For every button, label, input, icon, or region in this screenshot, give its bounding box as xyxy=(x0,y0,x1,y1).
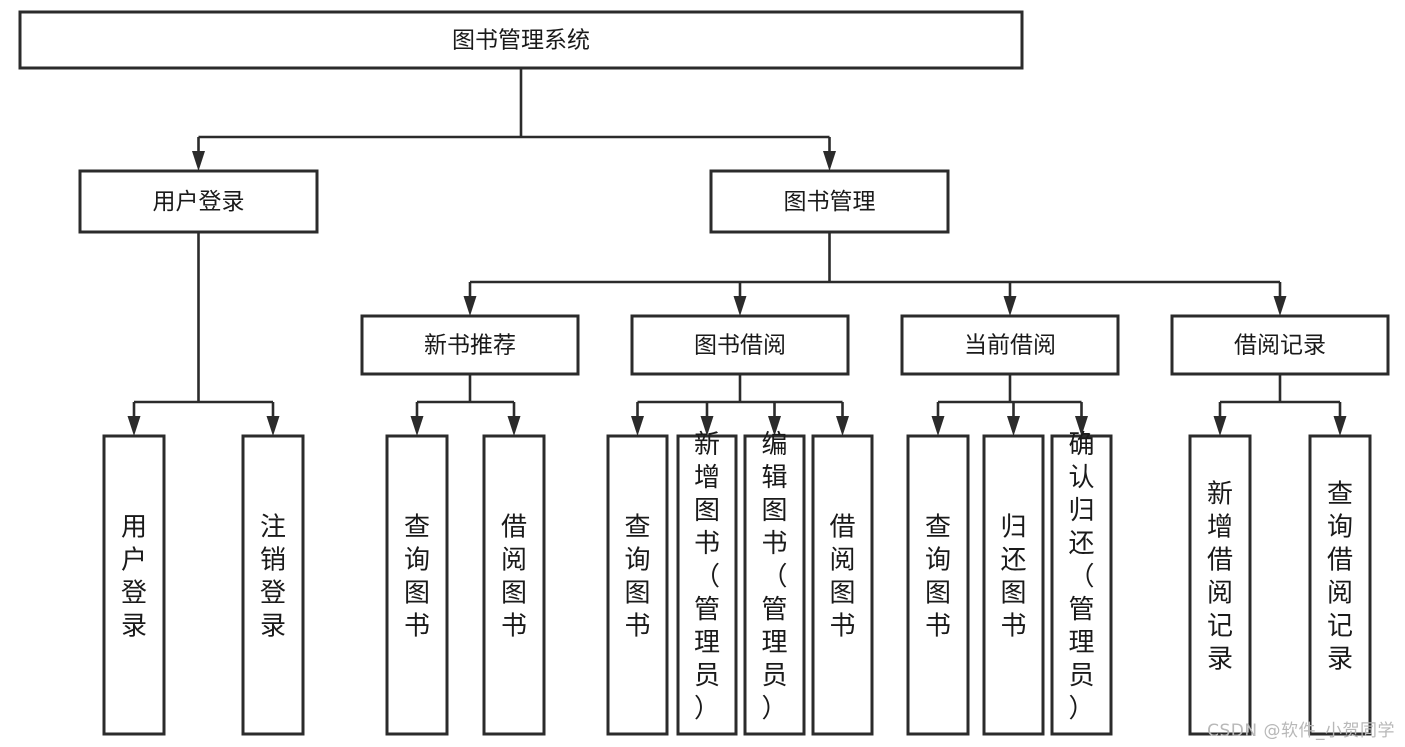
arrow-head-icon xyxy=(192,151,205,171)
arrow-head-icon xyxy=(823,151,836,171)
node-leaf-query-record[interactable]: 查询借阅记录 xyxy=(1308,434,1372,736)
arrow-head-icon xyxy=(836,416,849,436)
node-label: 查询图书 xyxy=(925,513,951,642)
node-user-login[interactable]: 用户登录 xyxy=(78,169,319,234)
node-box xyxy=(982,434,1045,736)
arrow-head-icon xyxy=(631,416,644,436)
node-leaf-query-book-c[interactable]: 查询图书 xyxy=(906,434,970,736)
edge-group-book-borrow xyxy=(631,374,849,436)
node-box xyxy=(1308,434,1372,736)
node-label: 新增借阅记录 xyxy=(1207,480,1233,675)
node-box xyxy=(482,434,546,736)
node-box xyxy=(606,434,669,736)
node-box xyxy=(906,434,970,736)
node-label: 归还图书 xyxy=(1000,513,1026,642)
node-box xyxy=(630,314,850,376)
node-leaf-borrow-book-a[interactable]: 借阅图书 xyxy=(482,434,546,736)
node-label: 新书推荐 xyxy=(424,333,516,359)
node-box xyxy=(241,434,305,736)
node-leaf-add-record[interactable]: 新增借阅记录 xyxy=(1188,434,1252,736)
node-leaf-logout[interactable]: 注销登录 xyxy=(241,434,305,736)
node-leaf-return-book[interactable]: 归还图书 xyxy=(982,434,1045,736)
arrow-head-icon xyxy=(768,416,781,436)
node-label: 当前借阅 xyxy=(964,333,1056,359)
node-box xyxy=(1050,434,1113,736)
node-label: 查询图书 xyxy=(624,513,650,642)
arrow-head-icon xyxy=(733,296,747,316)
node-box xyxy=(1170,314,1390,376)
arrow-head-icon xyxy=(463,296,477,316)
node-label: 查询图书 xyxy=(404,513,430,642)
arrow-head-icon xyxy=(700,416,714,436)
node-leaf-query-book-a[interactable]: 查询图书 xyxy=(385,434,449,736)
node-label: 用户登录 xyxy=(121,513,147,642)
edge-group-new-book-rec xyxy=(410,374,521,436)
arrow-head-icon xyxy=(931,416,945,436)
node-box xyxy=(811,434,874,736)
node-box xyxy=(385,434,449,736)
node-box xyxy=(900,314,1120,376)
node-leaf-confirm-return[interactable]: 确认归还（管理员） xyxy=(1050,430,1113,736)
node-label: 确认归还（管理员） xyxy=(1068,430,1094,724)
node-label: 借阅记录 xyxy=(1234,333,1326,359)
node-label: 查询借阅记录 xyxy=(1327,480,1353,675)
arrow-head-icon xyxy=(266,416,280,436)
node-new-book-rec[interactable]: 新书推荐 xyxy=(360,314,580,376)
connector-layer xyxy=(127,68,1347,436)
edge-group-borrow-record xyxy=(1213,374,1347,436)
node-label: 注销登录 xyxy=(260,513,286,642)
node-box xyxy=(709,169,950,234)
node-book-mgmt[interactable]: 图书管理 xyxy=(709,169,950,234)
arrow-head-icon xyxy=(507,416,521,436)
arrow-head-icon xyxy=(1333,416,1347,436)
node-label: 图书管理 xyxy=(784,189,876,215)
node-label: 用户登录 xyxy=(153,189,245,215)
edge-group-book-mgmt xyxy=(463,232,1287,316)
edge-group-root xyxy=(192,68,836,171)
node-label: 新增图书（管理员） xyxy=(694,430,720,724)
node-book-borrow[interactable]: 图书借阅 xyxy=(630,314,850,376)
node-label: 借阅图书 xyxy=(829,513,855,642)
arrow-head-icon xyxy=(127,416,141,436)
node-box xyxy=(360,314,580,376)
edge-group-current-borrow xyxy=(931,374,1088,436)
node-label: 图书管理系统 xyxy=(452,28,590,54)
node-leaf-user-login[interactable]: 用户登录 xyxy=(102,434,166,736)
edge-group-user-login xyxy=(127,232,280,436)
arrow-head-icon xyxy=(1075,416,1088,436)
node-leaf-query-book-b[interactable]: 查询图书 xyxy=(606,434,669,736)
arrow-head-icon xyxy=(1003,296,1017,316)
node-layer: 图书管理系统用户登录图书管理新书推荐图书借阅当前借阅借阅记录用户登录注销登录查询… xyxy=(18,10,1390,736)
node-label: 图书借阅 xyxy=(694,333,786,359)
arrow-head-icon xyxy=(1007,416,1020,436)
node-root[interactable]: 图书管理系统 xyxy=(18,10,1024,70)
arrow-head-icon xyxy=(1213,416,1227,436)
node-borrow-record[interactable]: 借阅记录 xyxy=(1170,314,1390,376)
arrow-head-icon xyxy=(410,416,424,436)
node-box xyxy=(78,169,319,234)
node-leaf-add-book[interactable]: 新增图书（管理员） xyxy=(676,430,738,736)
node-box xyxy=(1188,434,1252,736)
watermark-label: CSDN @软件_小贺同学 xyxy=(1207,721,1395,741)
node-leaf-borrow-book-b[interactable]: 借阅图书 xyxy=(811,434,874,736)
node-box xyxy=(18,10,1024,70)
node-box xyxy=(102,434,166,736)
node-label: 借阅图书 xyxy=(501,513,527,642)
node-box xyxy=(676,434,738,736)
node-leaf-edit-book[interactable]: 编辑图书（管理员） xyxy=(743,430,806,736)
node-current-borrow[interactable]: 当前借阅 xyxy=(900,314,1120,376)
node-box xyxy=(743,434,806,736)
node-label: 编辑图书（管理员） xyxy=(761,430,787,724)
arrow-head-icon xyxy=(1273,296,1287,316)
